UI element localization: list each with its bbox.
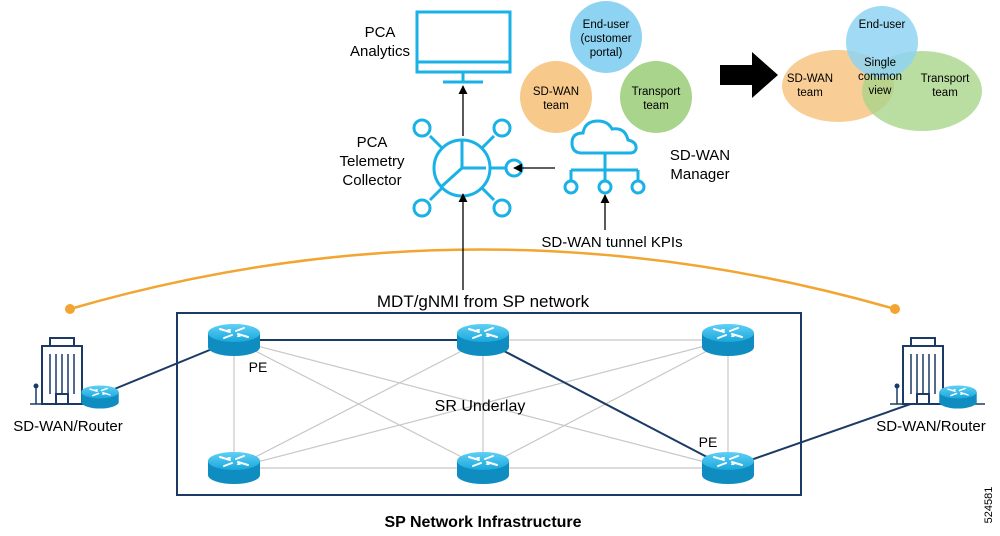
right-common-line2: common — [858, 71, 902, 83]
router-top-right — [701, 323, 755, 357]
router-pe-top-left — [207, 323, 261, 357]
right-sdwan-line1: SD-WAN — [787, 73, 833, 85]
circle-transport-team — [620, 61, 692, 133]
right-sdwan-line2: team — [797, 87, 823, 99]
pe-label-right: PE — [699, 434, 718, 450]
router-bottom-left — [207, 451, 261, 485]
site-label-right: SD-WAN/Router — [876, 418, 985, 435]
building-icon-right — [902, 337, 944, 405]
site-to-site-arc — [69, 248, 896, 311]
left-sdwan-line2: team — [543, 100, 569, 112]
circle-end-user — [570, 1, 642, 73]
arc-endpoint-left — [65, 304, 75, 314]
router-site-left — [80, 384, 120, 410]
left-end-user-line3: portal) — [590, 47, 623, 59]
right-common-line1: Single — [864, 57, 896, 69]
telemetry-hub-icon — [412, 118, 524, 218]
cloud-network-icon — [563, 119, 646, 195]
site-label-left: SD-WAN/Router — [13, 418, 122, 435]
circle-sdwan-team — [520, 61, 592, 133]
router-bottom-center — [456, 451, 510, 485]
arc-endpoint-right — [890, 304, 900, 314]
figure-id: 524581 — [983, 487, 995, 524]
left-end-user-line2: (customer — [580, 33, 631, 45]
circle-end-user-overlap — [846, 6, 918, 78]
left-transport-line1: Transport — [632, 86, 682, 98]
monitor-icon — [415, 10, 512, 84]
analytics-label-line1: PCA — [365, 24, 396, 41]
team-circles-separate — [520, 1, 692, 133]
collector-label-line2: Telemetry — [339, 153, 405, 170]
tunnel-kpis-label: SD-WAN tunnel KPIs — [541, 234, 682, 251]
sdwan-path — [111, 339, 946, 469]
team-circles-overlap — [782, 6, 982, 131]
collector-label-line1: PCA — [357, 134, 388, 151]
site-right — [890, 337, 985, 410]
pe-label-left: PE — [249, 359, 268, 375]
left-end-user-line1: End-user — [583, 19, 630, 31]
left-transport-line2: team — [643, 100, 669, 112]
transform-arrow — [720, 52, 778, 98]
router-site-right — [938, 384, 978, 410]
sp-network-box — [176, 312, 802, 496]
infra-label: SP Network Infrastructure — [384, 514, 581, 531]
analytics-label-line2: Analytics — [350, 43, 410, 60]
underlay-label: SR Underlay — [435, 398, 526, 415]
right-transport-line1: Transport — [921, 73, 971, 85]
right-transport-line2: team — [932, 87, 958, 99]
mdt-label: MDT/gNMI from SP network — [377, 292, 590, 311]
router-top-center — [456, 323, 510, 357]
collector-label-line3: Collector — [342, 172, 401, 189]
right-end-user: End-user — [859, 19, 906, 31]
right-common-line3: view — [868, 85, 892, 97]
manager-label-line1: SD-WAN — [670, 147, 730, 164]
left-sdwan-line1: SD-WAN — [533, 86, 579, 98]
site-left — [30, 337, 120, 410]
manager-label-line2: Manager — [670, 166, 729, 183]
router-pe-bottom-right — [701, 451, 755, 485]
building-icon-left — [41, 337, 83, 405]
